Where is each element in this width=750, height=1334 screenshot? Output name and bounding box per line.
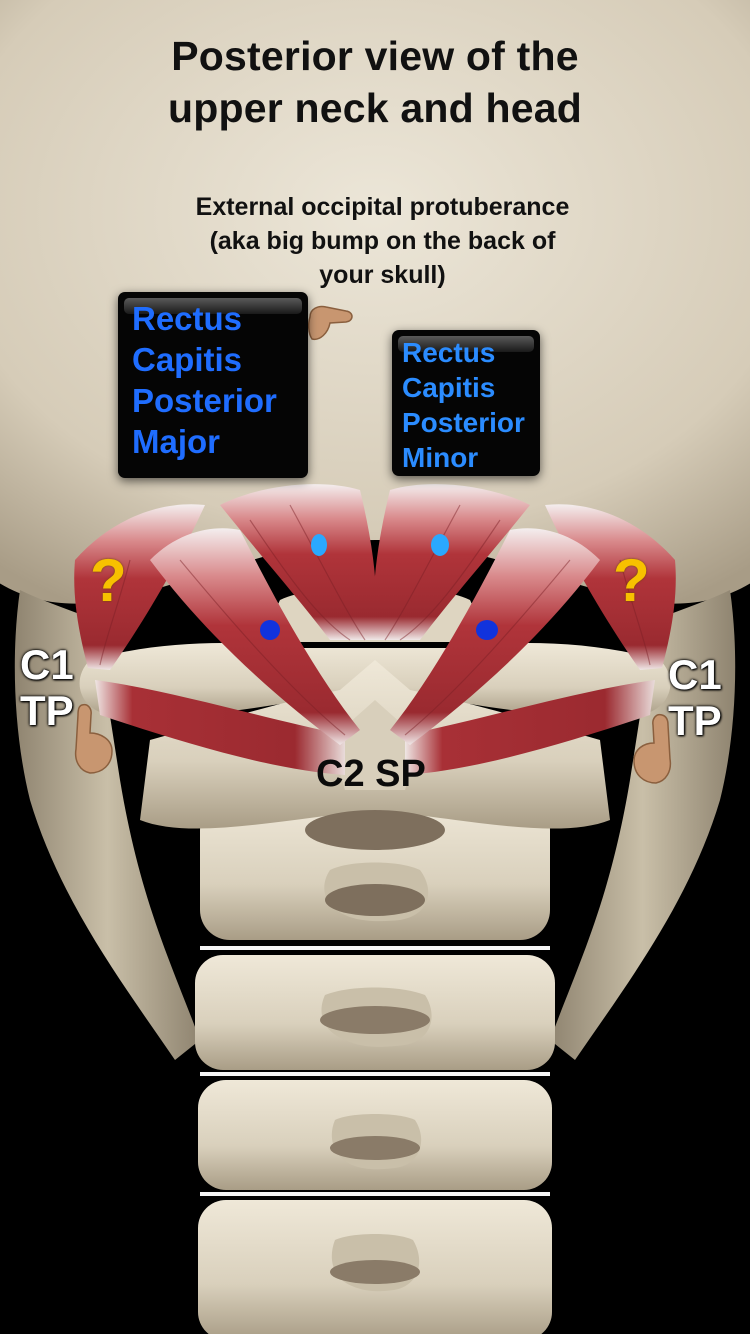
minor-line-4: Minor xyxy=(402,442,479,473)
question-mark-right: ? xyxy=(613,547,650,614)
obliquus-inferior-right xyxy=(405,680,655,775)
obliquus-inferior-left xyxy=(95,680,345,775)
label-rcp-major: Rectus Capitis Posterior Major xyxy=(118,292,308,478)
rcp-minor-left xyxy=(220,484,377,640)
minor-line-2: Capitis xyxy=(402,372,496,403)
label-c2-sp: C2 SP xyxy=(316,753,426,795)
c1-right-line-2: TP xyxy=(668,697,722,744)
diagram-title: Posterior view of the upper neck and hea… xyxy=(60,30,690,134)
major-line-2: Capitis xyxy=(132,341,243,378)
major-line-4: Major xyxy=(132,423,221,460)
note-line-1: External occipital protuberance xyxy=(195,193,570,221)
vertebral-column xyxy=(195,800,555,1334)
pointing-hand-top xyxy=(307,305,353,341)
question-mark-left: ? xyxy=(90,547,127,614)
note-line-2: (aka big bump on the back of xyxy=(209,227,556,255)
pointing-hand-right xyxy=(633,713,672,784)
label-rcp-minor: Rectus Capitis Posterior Minor xyxy=(392,330,540,476)
marker-minor-left xyxy=(311,534,327,556)
title-line-2: upper neck and head xyxy=(168,85,582,131)
c1-right-line-1: C1 xyxy=(668,651,722,698)
major-line-3: Posterior xyxy=(132,382,277,419)
label-c1-tp-left: C1 TP xyxy=(20,642,74,734)
minor-line-1: Rectus xyxy=(402,337,496,368)
label-c1-tp-right: C1 TP xyxy=(668,652,722,744)
left-jaw xyxy=(14,590,200,1060)
right-jaw xyxy=(550,590,736,1060)
c1-left-line-2: TP xyxy=(20,687,74,734)
title-line-1: Posterior view of the xyxy=(171,33,579,79)
marker-major-right xyxy=(476,620,498,640)
minor-line-3: Posterior xyxy=(402,407,525,438)
rcp-minor-right xyxy=(373,484,530,640)
pointing-hand-left xyxy=(74,703,113,774)
c1-left-line-1: C1 xyxy=(20,641,74,688)
marker-major-left xyxy=(260,620,280,640)
occipital-protuberance-note: External occipital protuberance (aka big… xyxy=(150,190,615,292)
rcp-major-left xyxy=(150,528,360,745)
major-line-1: Rectus xyxy=(132,300,243,337)
marker-minor-right xyxy=(431,534,449,556)
note-line-3: your skull) xyxy=(319,261,446,289)
